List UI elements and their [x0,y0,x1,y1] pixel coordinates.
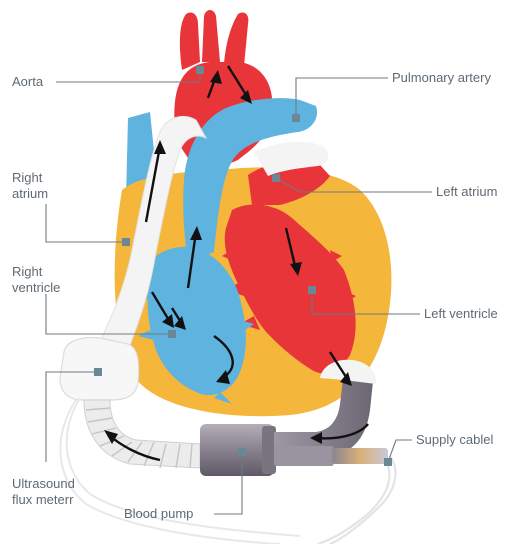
label-ultrasound-line1: Ultrasound [12,476,75,492]
supply-cable-connector [274,446,334,466]
label-right-atrium: Right atrium [12,170,48,202]
label-ultrasound-line2: flux meterr [12,492,75,508]
label-right-ventricle: Right ventricle [12,264,60,296]
label-pulmonary-artery: Pulmonary artery [392,70,491,86]
blood-pump-ring [262,426,276,474]
label-ultrasound-flux-meter: Ultrasound flux meterr [12,476,75,508]
label-blood-pump: Blood pump [124,506,193,522]
label-supply-cable: Supply cablel [416,432,493,448]
label-right-atrium-line2: atrium [12,186,48,202]
label-left-atrium: Left atrium [436,184,497,200]
label-left-ventricle: Left ventricle [424,306,498,322]
inflow-cannula-tube [84,400,200,468]
label-right-atrium-line1: Right [12,170,48,186]
aortic-branches [180,10,248,70]
supply-cable-sleeve [332,448,388,464]
label-right-ventricle-line1: Right [12,264,60,280]
label-aorta: Aorta [12,74,43,90]
label-right-ventricle-line2: ventricle [12,280,60,296]
supply-cable-wires [318,456,395,544]
